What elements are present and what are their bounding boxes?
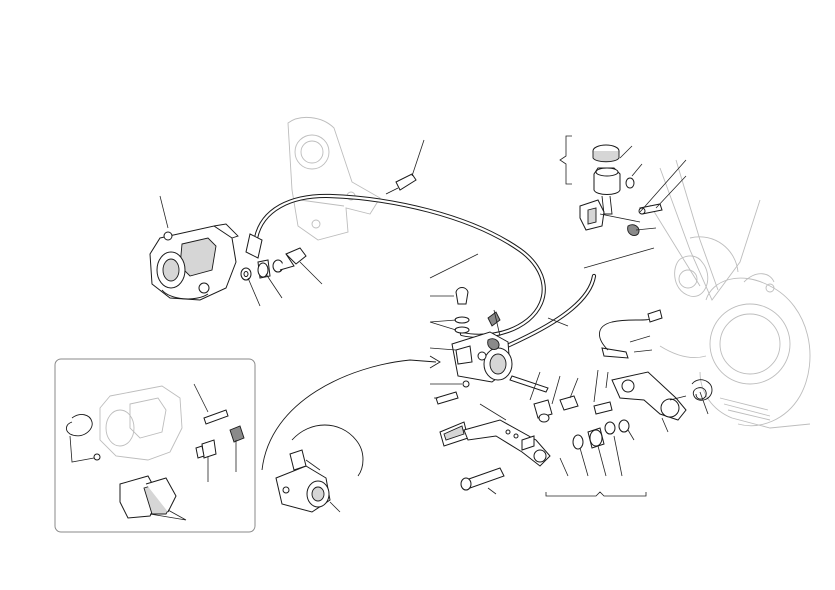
engine-frame-ghost	[649, 159, 811, 429]
rear-brake-caliper	[149, 223, 239, 301]
pad-pin	[203, 409, 229, 425]
brake-hose	[245, 193, 546, 338]
detail-callout-arrow	[429, 355, 441, 369]
reservoir-bracket	[579, 199, 605, 231]
bleed-valve-cap	[229, 425, 245, 443]
pad-retaining-clip	[65, 414, 93, 437]
caliper-bleed-bolt	[385, 173, 417, 195]
brake-fluid-reservoir	[592, 144, 621, 215]
caliper-bush	[257, 259, 271, 279]
pivot-bushings	[572, 419, 630, 450]
caliper-washer	[240, 267, 252, 281]
pushrod	[509, 375, 549, 393]
rear-frame-plate-ghost	[287, 117, 381, 241]
master-cylinder-detail	[275, 449, 331, 513]
reservoir-group-bracket	[559, 135, 572, 185]
reservoir-clamp	[625, 177, 640, 237]
brake-pedal	[439, 419, 551, 467]
rear-brake-master-cylinder	[451, 331, 513, 383]
detail-callout-arc-outer	[291, 424, 364, 477]
detail-callout-arc	[261, 359, 437, 471]
reservoir-screw	[638, 203, 663, 215]
footrest-bracket	[593, 371, 687, 421]
inset-caliper-ghost	[99, 385, 183, 461]
pedal-pivot-bolt	[460, 467, 505, 491]
banjo-bolt	[272, 247, 307, 273]
pedal-group-bracket	[545, 491, 647, 497]
pedal-link-parts	[521, 395, 579, 451]
leader-lines	[69, 139, 709, 521]
inset-small-pin	[93, 453, 101, 461]
brake-light-switch	[599, 309, 663, 359]
detail-inset	[54, 358, 256, 533]
bleed-valve	[195, 439, 217, 459]
brake-pads	[119, 475, 177, 519]
return-spring	[669, 379, 713, 401]
